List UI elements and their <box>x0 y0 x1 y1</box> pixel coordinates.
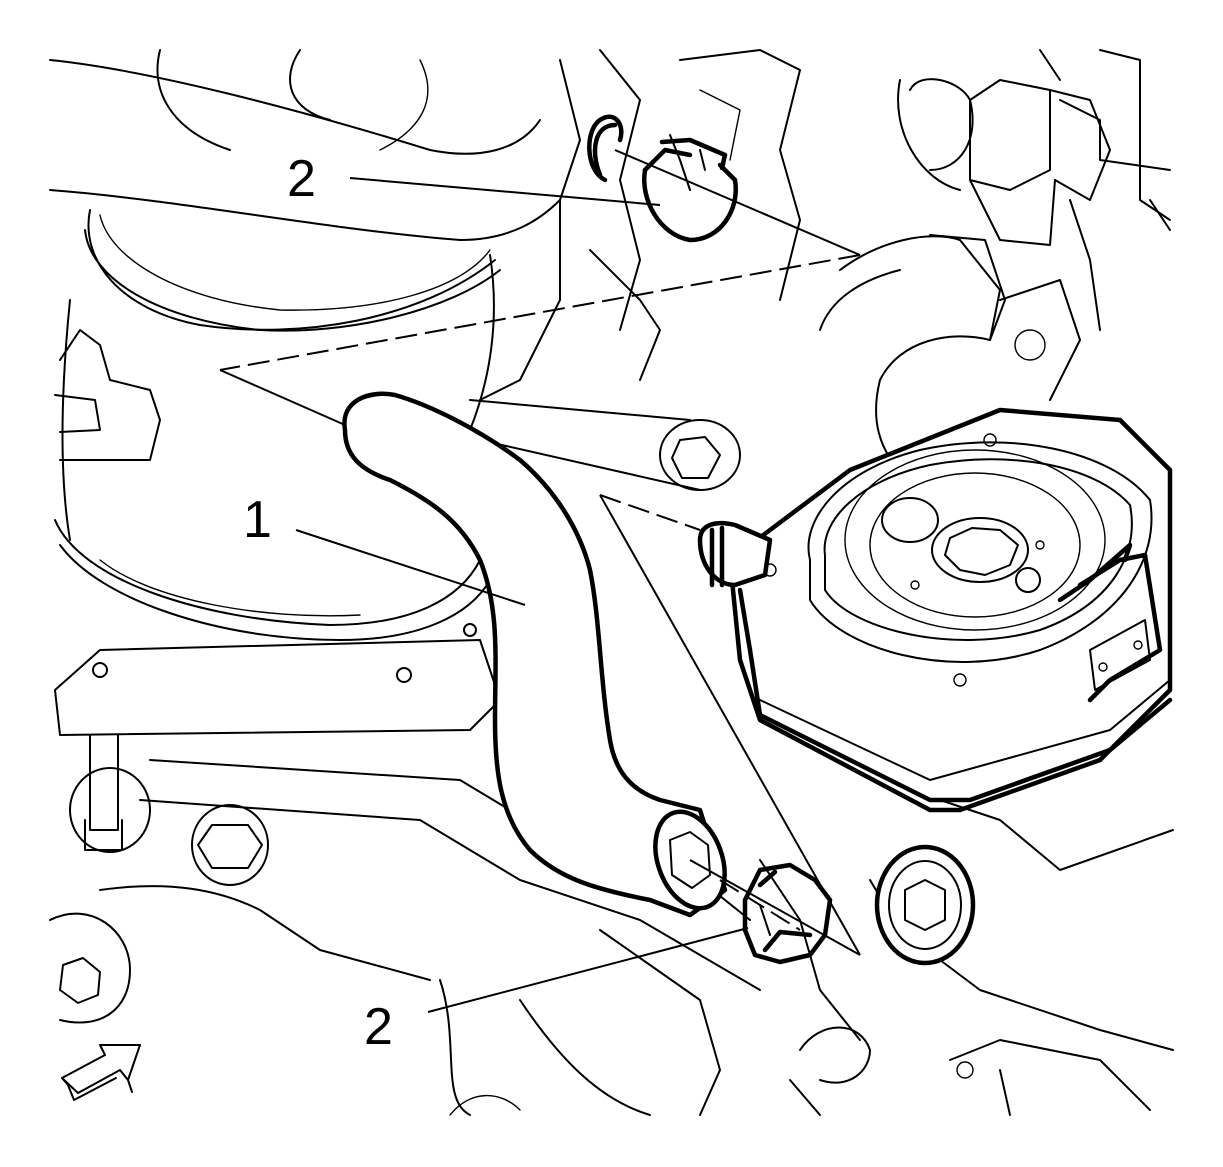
hose-clamp-lower <box>742 862 833 965</box>
callout-label-1: 1 <box>243 491 272 549</box>
oil-cooler <box>697 407 1173 813</box>
hose-clamp-upper <box>587 114 739 243</box>
alignment-lines <box>219 149 861 956</box>
engine-mount <box>599 799 1174 1116</box>
callout-label-2-lower: 2 <box>364 998 393 1056</box>
callout-leaders <box>295 177 749 1013</box>
arrow-icon <box>61 1044 141 1101</box>
callout-label-2-upper: 2 <box>287 150 316 208</box>
